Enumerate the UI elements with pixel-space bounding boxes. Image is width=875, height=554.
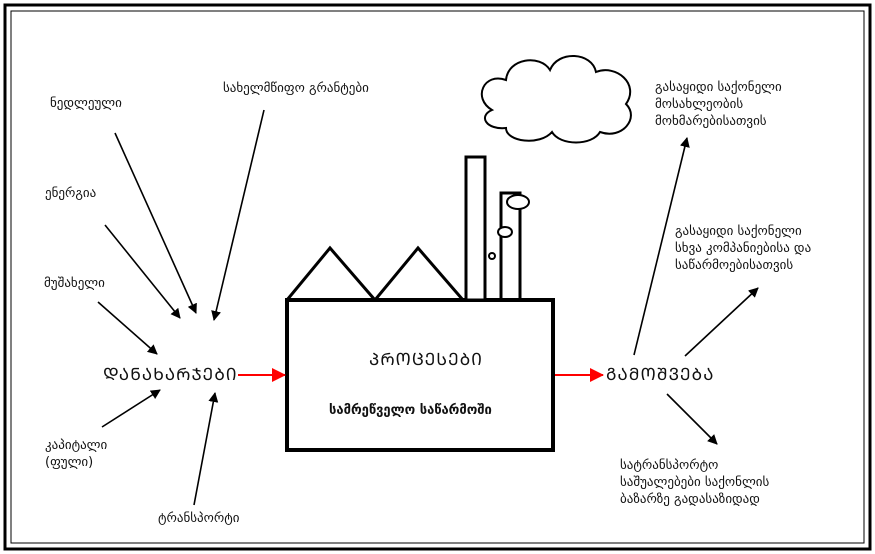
arrow-wages xyxy=(97,301,158,355)
smoke-puff-medium xyxy=(497,226,513,238)
factory-subtitle: სამრეწველო საწარმოში xyxy=(329,403,492,418)
arrow-transport xyxy=(193,392,219,506)
outer-frame xyxy=(3,3,872,551)
smoke-puff-large xyxy=(506,194,530,210)
smoke-cloud-icon xyxy=(480,55,632,144)
label-companies: გასაყიდი საქონელი სხვა კომპანიებისა და ს… xyxy=(675,224,812,273)
factory-roof xyxy=(285,245,465,303)
label-state-grants: სახელმწიფო გრანტები xyxy=(223,81,369,96)
factory-body xyxy=(285,298,555,452)
factory-icon xyxy=(285,55,632,452)
factory-title: ᲞᲠᲝᲪᲔᲡᲔᲑᲘ xyxy=(369,350,483,370)
inner-frame xyxy=(10,10,865,544)
label-energy: ენერგია xyxy=(45,186,97,201)
arrow-companies xyxy=(684,287,759,357)
label-output: ᲒᲐᲛᲝᲨᲕᲔᲑᲐ xyxy=(606,365,715,385)
label-transport: ტრანსპორტი xyxy=(158,511,240,526)
chimney-short xyxy=(499,191,522,300)
arrow-consumers xyxy=(633,137,690,356)
chimney-tall xyxy=(464,155,487,302)
label-transport-goods: სატრანსპორტო საშუალებები საქონლის ბაზარზ… xyxy=(620,458,770,507)
arrow-capital xyxy=(101,389,161,428)
smoke-puff-small xyxy=(488,252,496,260)
arrow-transport-goods xyxy=(666,393,718,445)
label-costs: ᲓᲐᲜᲐᲮᲐᲠᲯᲔᲑᲘ xyxy=(103,365,238,385)
label-wages: მუშახელი xyxy=(44,276,105,291)
label-capital: კაპიტალი (ფული) xyxy=(45,438,108,470)
label-raw-materials: ნედლეული xyxy=(50,96,122,111)
label-consumers: გასაყიდი საქონელი მოსახლეობის მოხმარების… xyxy=(655,80,782,129)
arrow-energy xyxy=(104,224,181,319)
arrow-raw-materials xyxy=(114,132,197,314)
arrow-state-grants xyxy=(211,109,265,321)
